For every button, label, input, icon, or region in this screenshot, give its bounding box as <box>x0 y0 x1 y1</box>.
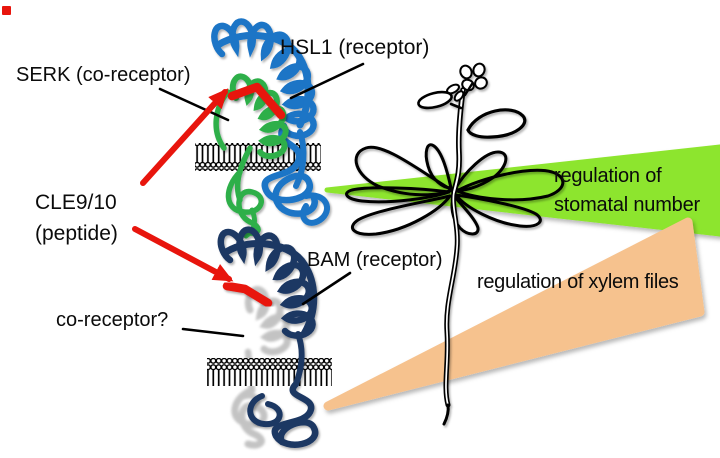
stomatal-wedge <box>324 144 720 237</box>
membrane-bottom <box>207 358 332 386</box>
bam-receptor-label: BAM (receptor) <box>307 249 443 271</box>
cle-peptide-label-line2: (peptide) <box>35 222 118 245</box>
hsl1-receptor-label: HSL1 (receptor) <box>280 36 430 59</box>
red-corner-mark <box>2 6 11 15</box>
bam-receptor-squiggle <box>217 226 319 448</box>
serk-coreceptor-squiggle <box>213 73 289 239</box>
coreceptor-pointer-line <box>181 327 245 338</box>
arabidopsis-plant <box>345 62 565 426</box>
xylem-wedge <box>323 217 705 411</box>
cle-arrows <box>132 88 234 282</box>
serk-coreceptor-label: SERK (co-receptor) <box>16 64 191 86</box>
hsl1-pointer-line <box>289 62 365 100</box>
xylem-outcome-label: regulation of xylem files <box>477 271 679 293</box>
plant-silique <box>417 90 463 110</box>
serk-pointer-line <box>158 87 230 122</box>
stomatal-outcome-line1: regulation of <box>554 165 662 187</box>
red-arrow-bottom <box>132 226 234 282</box>
stomatal-outcome-label: regulation of stomatal number <box>554 162 700 220</box>
bam-pointer-line <box>301 271 352 306</box>
stomatal-outcome-line2: stomatal number <box>554 194 700 216</box>
cle-peptide-top <box>227 82 286 120</box>
plant-flower <box>446 62 488 102</box>
hsl1-receptor-squiggle <box>211 18 330 226</box>
cle-peptide-label-line1: CLE9/10 <box>35 191 117 214</box>
red-arrow-top <box>140 88 229 186</box>
cle-peptide-bottom <box>222 281 273 308</box>
pointer-lines <box>158 62 365 338</box>
unknown-coreceptor-label: co-receptor? <box>56 309 169 331</box>
plant-cauline-leaf <box>466 108 527 139</box>
cle-peptide-label: CLE9/10 (peptide) <box>35 187 118 249</box>
